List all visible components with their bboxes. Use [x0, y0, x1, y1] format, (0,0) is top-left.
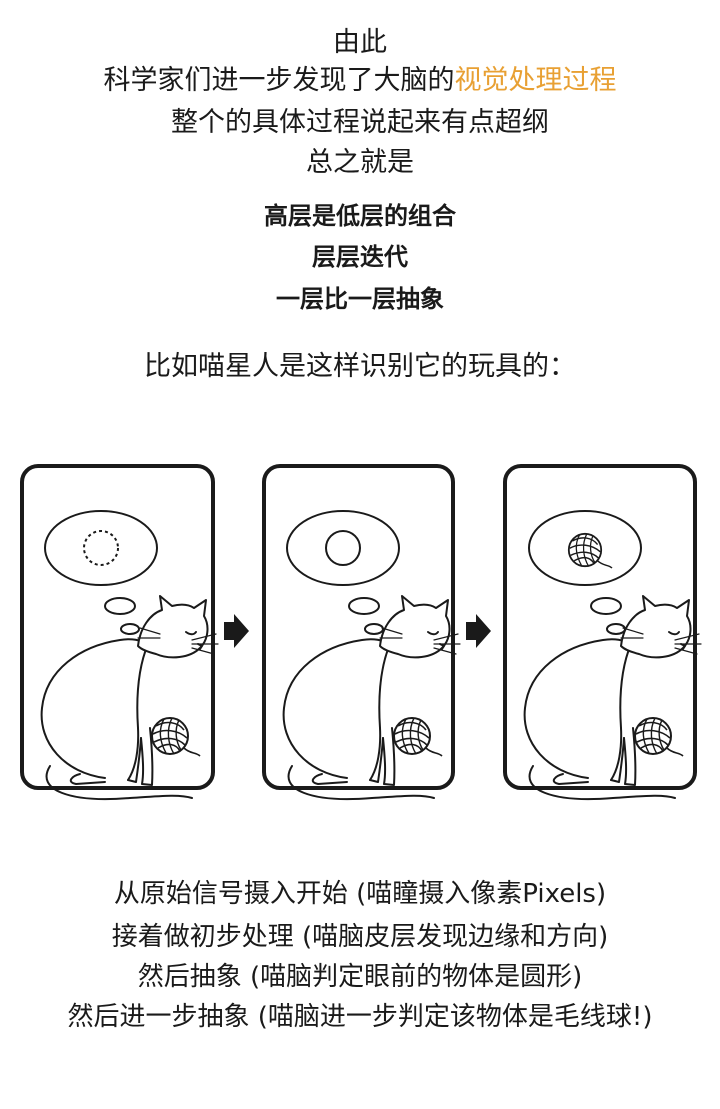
- arrow-right-icon: [224, 614, 249, 648]
- caption-2: 接着做初步处理 (喵脑皮层发现边缘和方向): [111, 922, 609, 952]
- key-point-3: 一层比一层抽象: [276, 285, 444, 313]
- arrow-right-icon: [466, 614, 491, 648]
- panel-2: [262, 464, 461, 801]
- intro-highlight: 视觉处理过程: [454, 65, 617, 96]
- caption-3: 然后抽象 (喵脑判定眼前的物体是圆形): [137, 962, 583, 992]
- panel-3: [503, 464, 702, 801]
- caption-4: 然后进一步抽象 (喵脑进一步判定该物体是毛线球!): [67, 1002, 653, 1032]
- intro-line-2: 科学家们进一步发现了大脑的视觉处理过程: [0, 64, 720, 98]
- intro-line-4: 总之就是: [306, 147, 414, 178]
- key-point-2: 层层迭代: [312, 243, 408, 271]
- example-heading: 比如喵星人是这样识别它的玩具的：: [144, 351, 576, 382]
- caption-1: 从原始信号摄入开始 (喵瞳摄入像素Pixels): [113, 879, 607, 909]
- dashed-circle-icon: [83, 530, 119, 566]
- thought-bubble: [286, 510, 400, 586]
- thought-bubble: [44, 510, 158, 586]
- panel-1: [20, 464, 219, 801]
- solid-circle-icon: [325, 530, 361, 566]
- intro-line-1: 由此: [333, 27, 387, 58]
- key-point-1: 高层是低层的组合: [264, 202, 456, 230]
- intro-line-2-prefix: 科学家们进一步发现了大脑的: [103, 65, 455, 96]
- intro-line-3: 整个的具体过程说起来有点超纲: [171, 107, 549, 138]
